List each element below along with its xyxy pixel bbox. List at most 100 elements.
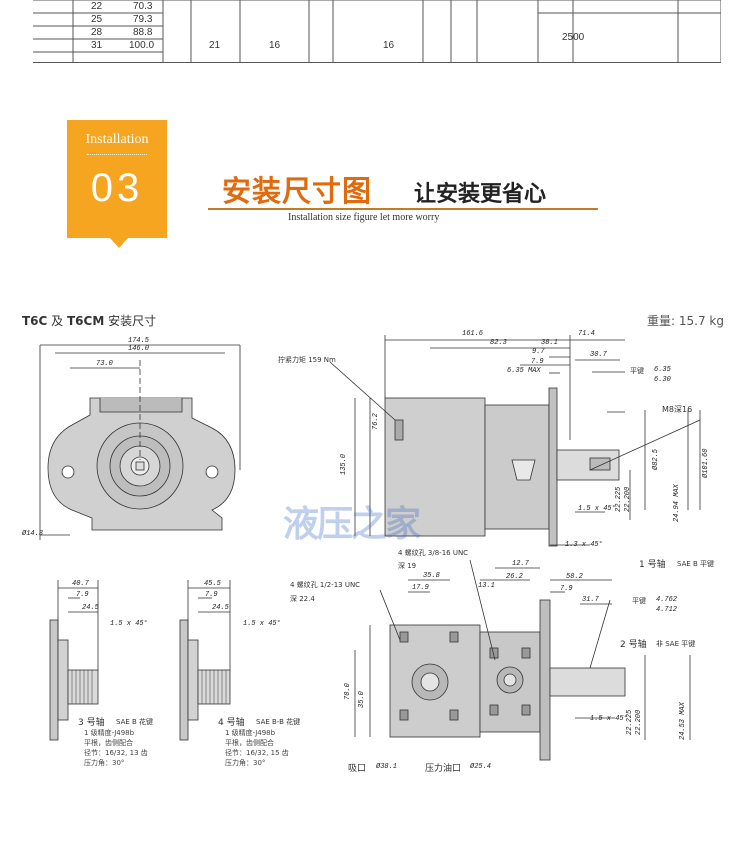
dim-label: 82.3 — [490, 339, 507, 347]
dim-label: 24.5 — [82, 604, 99, 612]
dim-label: 40.7 — [72, 580, 89, 588]
dim-label: 13.1 — [478, 582, 495, 590]
spec-line: 1 级精度-J498b — [225, 729, 276, 737]
dim-label: 1.5 x 45° — [578, 505, 616, 513]
dim-label: 135.0 — [340, 453, 348, 475]
table-cell: 70.3 — [133, 1, 153, 12]
thread-label: M8深16 — [662, 405, 693, 414]
thread-hole-label: 4 螺纹孔 3/8-16 UNC — [398, 549, 469, 557]
table-cell: 79.3 — [133, 14, 153, 25]
dim-label: 1.5 x 45° — [243, 620, 281, 628]
section-badge: Installation 03 — [67, 120, 167, 248]
drawing-title-model-1: T6C — [22, 314, 48, 328]
dim-label: 146.0 — [128, 345, 150, 353]
shaft-1-sub: SAE B 平键 — [677, 560, 715, 568]
bottom-view — [354, 559, 691, 761]
suction-port-label: 吸口 — [348, 764, 367, 774]
dim-label: 30.7 — [590, 351, 607, 359]
section-title: 安装尺寸图 — [222, 174, 373, 208]
shaft-3-sub: SAE B 花键 — [116, 718, 154, 726]
table-cell: 2500 — [562, 32, 585, 43]
dim-label: 174.5 — [128, 337, 150, 345]
spec-line: 1 级精度-J498b — [84, 729, 135, 737]
spec-line: 径节：16/32, 13 齿 — [84, 749, 148, 757]
badge-divider — [87, 154, 147, 156]
side-view — [329, 335, 701, 547]
dim-label: Ø101.60 — [702, 448, 710, 478]
front-view — [39, 344, 241, 540]
table-cell: 88.8 — [133, 27, 153, 38]
watermark: 液压之家 — [283, 503, 421, 545]
shaft-2-label: 2 号轴 — [620, 640, 647, 650]
dim-label: 22.225 — [626, 709, 634, 735]
dim-label: 4.762 — [656, 596, 678, 604]
dim-label: 22.225 — [615, 486, 623, 512]
dim-label: 1.3 x 45° — [565, 541, 603, 549]
dim-label: 35.0 — [358, 691, 366, 708]
badge-english-label: Installation — [85, 132, 149, 147]
dim-label: 7.9 — [76, 591, 89, 599]
spec-line: 压力角：30° — [225, 759, 266, 767]
thread-depth-label: 深 19 — [398, 562, 417, 570]
spec-line: 平根，齿侧配合 — [225, 739, 274, 747]
dim-label: 6.35 MAX — [507, 367, 541, 375]
dim-label: 35.8 — [423, 572, 440, 580]
dim-label: 7.9 — [560, 585, 573, 593]
flat-key-label: 平键 — [632, 597, 646, 605]
dim-label: 12.7 — [512, 560, 529, 568]
dim-label: 76.2 — [372, 413, 380, 430]
table-cell: 100.0 — [129, 40, 155, 51]
table-cell: 21 — [209, 40, 221, 51]
spec-table: 22 70.3 25 79.3 28 88.8 31 100.0 21 16 1… — [33, 0, 721, 63]
dim-label: 38.1 — [541, 339, 558, 347]
section-caption: Installation size figure let more worry — [288, 212, 440, 223]
dim-label: 22.200 — [635, 709, 643, 735]
drawing-title: T6C 及 T6CM 安装尺寸 — [22, 312, 156, 329]
shaft-4-label: 4 号轴 — [218, 718, 245, 728]
dim-label: 7.9 — [205, 591, 218, 599]
dim-label: 6.30 — [654, 376, 671, 384]
table-cell: 28 — [91, 27, 103, 38]
shaft-4-spec: 1 级精度-J498b 平根，齿侧配合 径节：16/32, 15 齿 压力角：3… — [225, 728, 289, 768]
dim-label: 17.9 — [412, 584, 429, 592]
shaft-2-sub: 非 SAE 平键 — [656, 640, 696, 648]
dim-label: Ø25.4 — [470, 763, 492, 771]
shaft-4-view — [179, 580, 231, 741]
torque-label: 拧紧力矩 159 Nm — [278, 356, 336, 364]
drawing-title-rest: 安装尺寸 — [104, 314, 157, 328]
dim-label: Ø38.1 — [376, 763, 398, 771]
spec-line: 压力角：30° — [84, 759, 125, 767]
pressure-port-label: 压力油口 — [425, 764, 462, 774]
spec-line: 径节：16/32, 15 齿 — [225, 749, 289, 757]
table-cell: 22 — [91, 1, 103, 12]
dim-label: 7.9 — [531, 358, 544, 366]
dim-label: 1.5 x 45° — [110, 620, 148, 628]
dim-label: 9.7 — [532, 348, 545, 356]
table-cell: 16 — [269, 40, 281, 51]
shaft-3-spec: 1 级精度-J498b 平根，齿侧配合 径节：16/32, 13 齿 压力角：3… — [84, 728, 148, 768]
dim-label: 1.5 x 45° — [590, 715, 628, 723]
dim-label: 70.0 — [344, 683, 352, 700]
table-cell: 25 — [91, 14, 103, 25]
shaft-1-label: 1 号轴 — [639, 560, 666, 570]
dim-label: 58.2 — [566, 573, 583, 581]
dim-label: 161.6 — [462, 330, 484, 338]
section-subtitle: 让安装更省心 — [414, 182, 547, 207]
dim-label: 6.35 — [654, 366, 671, 374]
dim-label: 22.200 — [624, 486, 632, 512]
dim-label: 31.7 — [582, 596, 599, 604]
table-cell: 16 — [383, 40, 395, 51]
dim-label: 24.94 MAX — [673, 484, 681, 522]
dim-label: Ø82.5 — [652, 448, 660, 470]
table-cell: 31 — [91, 40, 103, 51]
spec-line: 平根，齿侧配合 — [84, 739, 133, 747]
dim-label: 45.5 — [204, 580, 221, 588]
dim-label: 26.2 — [506, 573, 523, 581]
flat-key-label: 平键 — [630, 367, 644, 375]
dim-label: 71.4 — [578, 330, 595, 338]
thread-hole-label: 4 螺纹孔 1/2-13 UNC — [290, 581, 361, 589]
installation-drawing — [39, 335, 701, 761]
shaft-4-sub: SAE B-B 花键 — [256, 718, 301, 726]
dim-label: Ø14.3 — [22, 530, 44, 538]
drawing-title-model-2: T6CM — [66, 314, 105, 328]
